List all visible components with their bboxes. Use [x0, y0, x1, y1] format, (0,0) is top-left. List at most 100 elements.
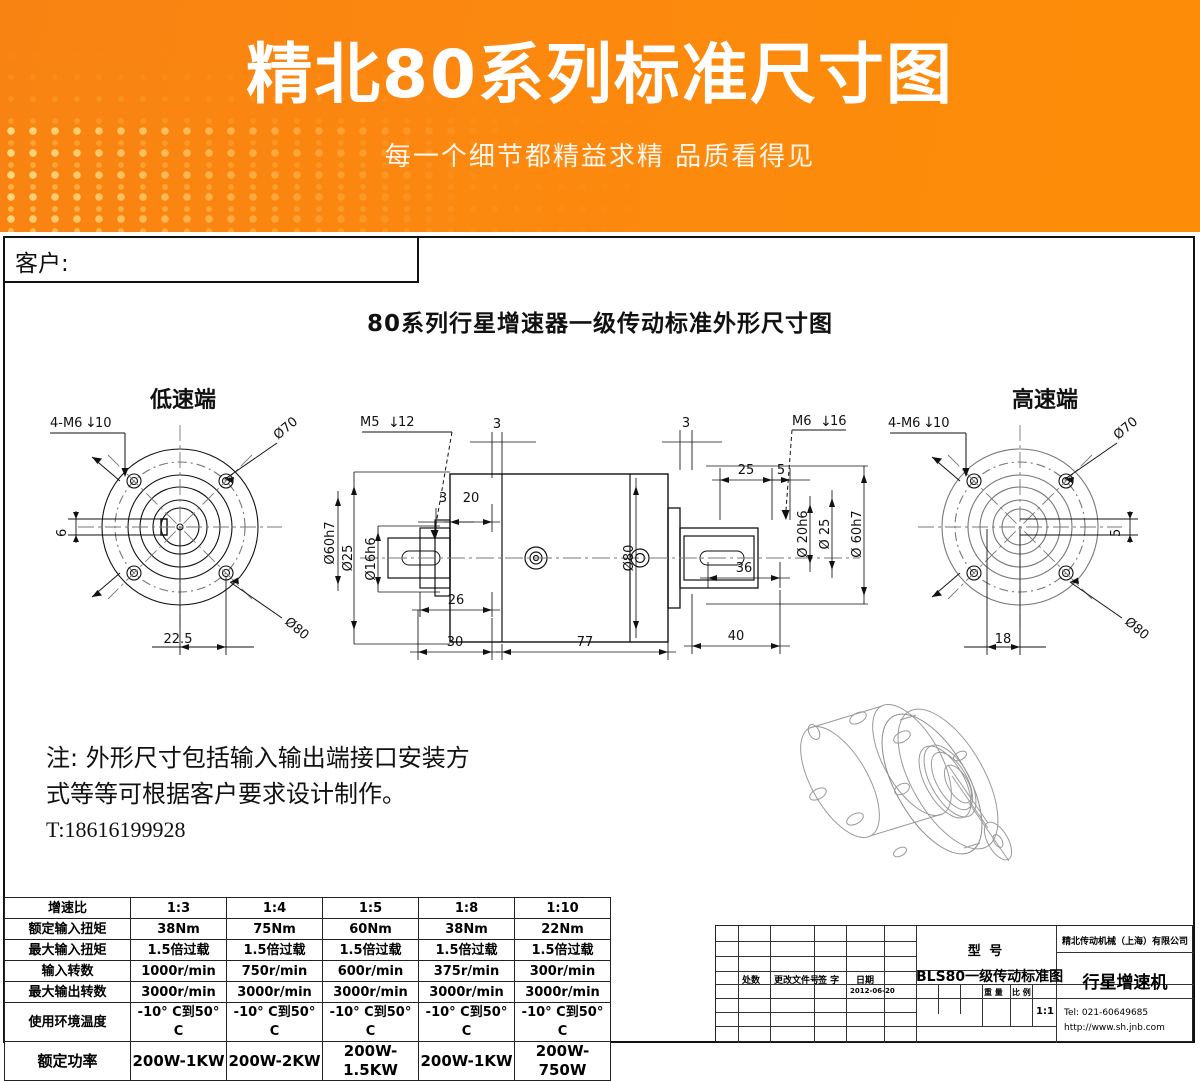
spec-row-label: 额定功率 [4, 1041, 131, 1081]
model-label: 型 号 [967, 944, 1005, 959]
spec-row-label: 额定输入扭矩 [4, 918, 131, 940]
spec-cell: 1.5倍过载 [322, 939, 419, 961]
high-speed-end-label: 高速端 [1012, 388, 1079, 413]
rev-header-1: 更改文件号 [774, 976, 820, 986]
spec-cell: -10° C到50° C [322, 1002, 419, 1042]
banner-title: 精北80系列标准尺寸图 [246, 36, 954, 113]
rev-header-0: 处数 [742, 976, 761, 986]
spec-cell: 1.5倍过载 [514, 939, 611, 961]
right-thread-callout: 4-M6 [888, 416, 920, 431]
spec-cell: 200W-1KW [130, 1041, 227, 1081]
rev-header-2: 签 字 [818, 976, 840, 986]
output-shaft-dia-dim: Ø 20h6 [796, 510, 811, 557]
spec-row: 使用环境温度-10° C到50° C-10° C到50° C-10° C到50°… [4, 1002, 611, 1042]
spec-cell: 3000r/min [418, 981, 515, 1003]
spec-cell: 38Nm [418, 918, 515, 940]
model-value: BLS80一级传动标准图 [916, 969, 1064, 985]
spec-cell: 1:3 [130, 897, 227, 919]
drawing-title: 80系列行星增速器一级传动标准外形尺寸图 [366, 311, 833, 337]
left-outer-dia-dim: Ø80 [281, 615, 311, 644]
spec-cell: 375r/min [418, 960, 515, 982]
svg-text:10: 10 [933, 416, 950, 431]
section-body-len-dim: 77 [577, 635, 594, 650]
left-key-height-dim: 6 [55, 529, 70, 537]
spec-cell: 200W-2KW [226, 1041, 323, 1081]
spec-cell: 60Nm [322, 918, 419, 940]
section-dia-shaft-dim: Ø16h6 [364, 537, 379, 580]
spec-cell: 1.5倍过载 [130, 939, 227, 961]
company-name: 精北传动机械（上海）有限公司 [1061, 937, 1188, 947]
spec-cell: 1.5倍过载 [226, 939, 323, 961]
scale-label: 比 例 [1012, 988, 1031, 997]
right-bolt-circle-dim: Ø70 [1111, 414, 1141, 443]
spec-cell: 3000r/min [514, 981, 611, 1003]
section-gap-right-dim: 3 [682, 416, 690, 431]
product-name: 行星增速机 [1082, 973, 1168, 993]
spec-row-label: 最大输入扭矩 [4, 939, 131, 961]
scale-value: 1:1 [1036, 1006, 1054, 1017]
product-isometric-image [800, 704, 1013, 862]
spec-cell: 1:4 [226, 897, 323, 919]
spec-row-label: 最大输出转数 [4, 981, 131, 1003]
header-banner: 精北80系列标准尺寸图 每一个细节都精益求精 品质看得见 [0, 0, 1200, 232]
section-gap-left-dim: 3 [493, 417, 501, 432]
contact-tel: Tel: 021-60649685 [1064, 1008, 1149, 1018]
output-total-len-dim: 40 [728, 629, 745, 644]
svg-text:12: 12 [398, 415, 415, 430]
spec-row-label: 输入转数 [4, 960, 131, 982]
left-bolt-circle-dim: Ø70 [271, 414, 301, 443]
right-key-height-dim: 5 [1109, 529, 1124, 537]
dot-pattern-highlight-icon [0, 120, 700, 232]
note-telephone: T:18616199928 [46, 817, 186, 842]
spec-cell: 300r/min [514, 960, 611, 982]
spec-cell: 1:8 [418, 897, 515, 919]
left-thread-callout: 4-M6 [50, 416, 82, 431]
spec-cell: -10° C到50° C [418, 1002, 515, 1042]
depth-symbol-icon: ↓ [923, 415, 935, 431]
svg-text:Ø60h7: Ø60h7 [323, 521, 338, 564]
spec-cell: 22Nm [514, 918, 611, 940]
section-body-dia-dim: Ø80 [622, 545, 637, 572]
output-pilot-dia-dim: Ø 60h7 [850, 510, 865, 557]
spec-cell: 200W-750W [514, 1041, 611, 1081]
right-flange-view: 4-M6 ↓ 10 5 Ø70 Ø80 18 [888, 414, 1152, 655]
note-line-2: 式等等可根据客户要求设计制作。 [46, 780, 406, 808]
output-step-dia-dim: Ø 25 [818, 519, 833, 550]
rev-date: 2012-06-20 [850, 987, 895, 995]
note-block: 注: 外形尺寸包括输入输出端接口安装方 式等等可根据客户要求设计制作。 T:18… [46, 740, 516, 848]
rev-header-3: 日期 [856, 976, 875, 986]
section-input-len-dim: 30 [447, 635, 464, 650]
drawing-sheet: 客户: 80系列行星增速器一级传动标准外形尺寸图 低速端 高速端 [0, 232, 1200, 1081]
customer-box: 客户: [3, 236, 419, 283]
spec-cell: -10° C到50° C [226, 1002, 323, 1042]
output-shaft-detail: 3 M6 ↓ 16 25 5 Ø 20h6 Ø 25 Ø 60h7 36 40 [662, 414, 868, 654]
output-key-offset-dim: 5 [777, 463, 785, 478]
spec-cell: -10° C到50° C [130, 1002, 227, 1042]
spec-cell: 200W-1.5KW [322, 1041, 419, 1081]
section-pilot-dia-label: Ø60h7 [323, 491, 341, 591]
depth-symbol-icon: ↓ [388, 415, 400, 431]
banner-subtitle: 每一个细节都精益求精 品质看得见 [384, 142, 816, 172]
spec-cell: 1:5 [322, 897, 419, 919]
spec-row-label: 增速比 [4, 897, 131, 919]
depth-symbol-icon: ↓ [820, 414, 832, 430]
spec-cell: 200W-1KW [418, 1041, 515, 1081]
section-key-len-dim: 20 [463, 491, 480, 506]
spec-row-label: 使用环境温度 [4, 1002, 131, 1042]
left-flange-view: 4-M6 ↓ 10 6 Ø70 Ø80 22.5 [50, 414, 312, 655]
spec-cell: 75Nm [226, 918, 323, 940]
section-thread-callout: M5 [360, 415, 380, 430]
spec-cell: 1.5倍过载 [418, 939, 515, 961]
spec-cell: 3000r/min [322, 981, 419, 1003]
svg-text:10: 10 [95, 416, 112, 431]
customer-label: 客户: [15, 251, 69, 277]
spec-cell: 1:10 [514, 897, 611, 919]
section-shoulder-dim: 3 [439, 491, 447, 506]
spec-cell: 3000r/min [226, 981, 323, 1003]
contact-website: http://www.sh.jnb.com [1064, 1023, 1165, 1033]
